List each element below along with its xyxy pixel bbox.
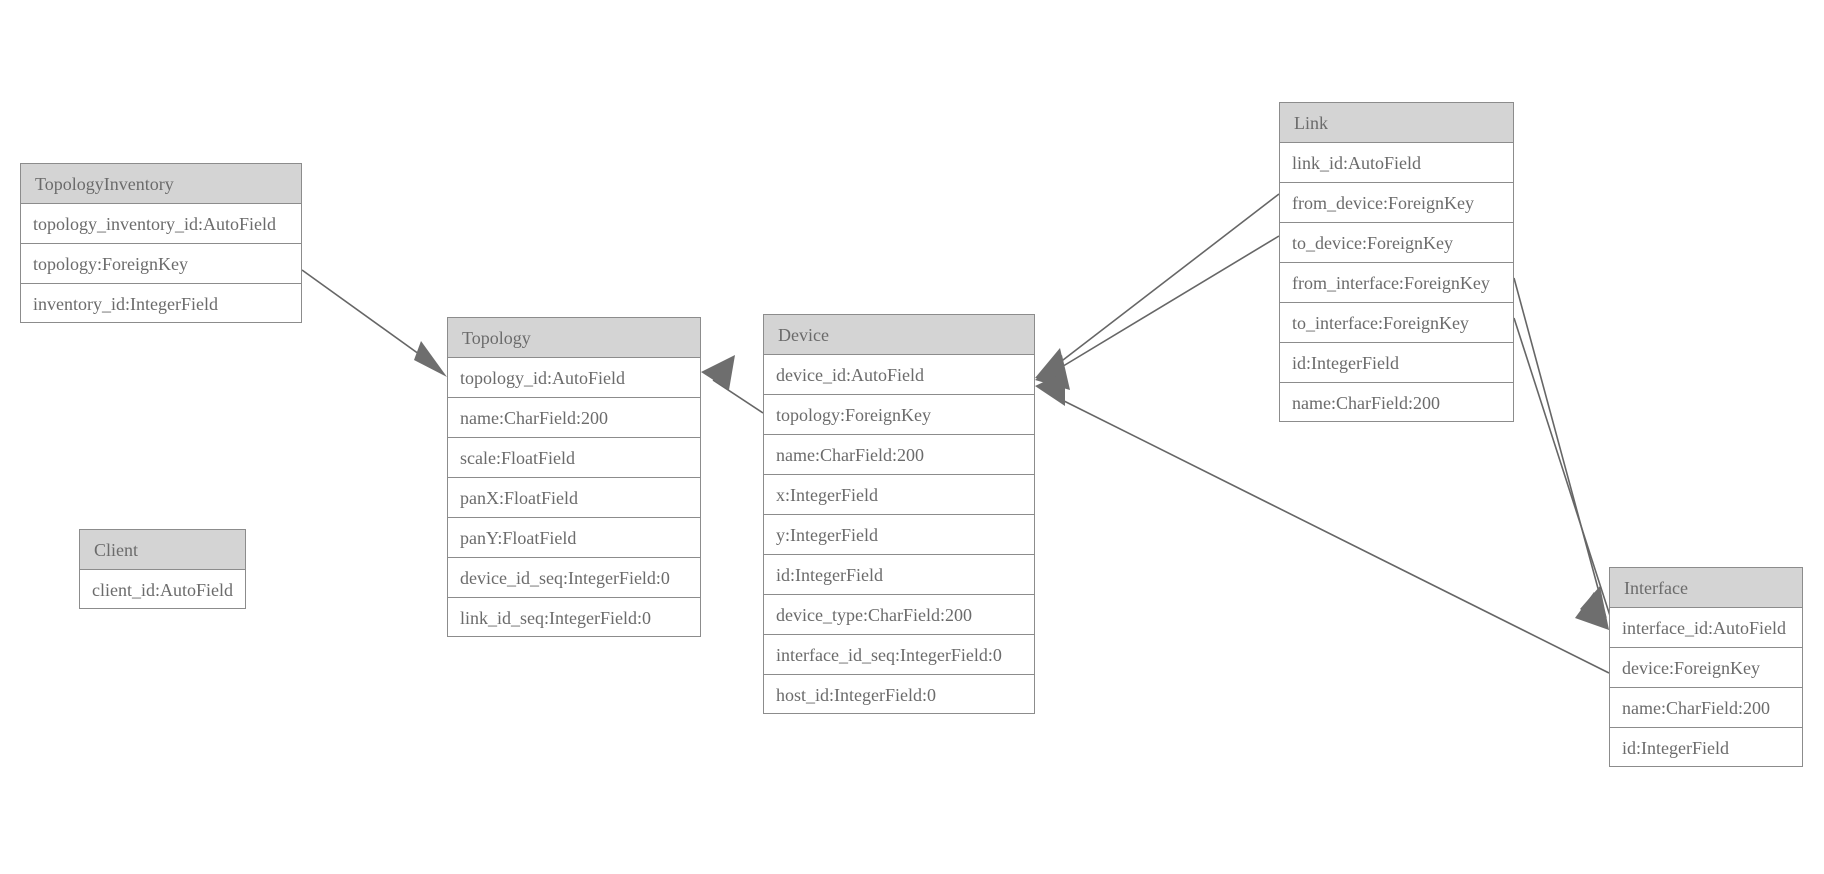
entity-field-row[interactable]: to_device:ForeignKey	[1280, 223, 1513, 263]
entity-field-row[interactable]: device_id:AutoField	[764, 355, 1034, 395]
entity-field-row[interactable]: topology:ForeignKey	[21, 244, 301, 284]
relationship-arrowhead	[1035, 348, 1068, 383]
entity-field-row[interactable]: panX:FloatField	[448, 478, 700, 518]
entity-field-row[interactable]: link_id_seq:IntegerField:0	[460, 608, 651, 628]
relationship-line	[1049, 193, 1280, 371]
entity-client[interactable]: Client client_id:AutoField	[79, 529, 246, 609]
relationship-arrowhead	[414, 341, 447, 377]
entity-field-row[interactable]: id:IntegerField	[1280, 343, 1513, 383]
entity-field-row[interactable]: link_id:AutoField	[1280, 143, 1513, 183]
entity-title: Topology	[448, 318, 700, 358]
relationship-arrowhead	[1035, 355, 1070, 390]
entity-field-row[interactable]: name:CharField:200	[448, 398, 700, 438]
relationship-arrowhead	[1035, 372, 1065, 406]
relationship-arrowhead	[701, 355, 735, 390]
relationship-line	[712, 379, 764, 414]
entity-field-row[interactable]: name:CharField:200	[1610, 688, 1802, 728]
relationship-line	[1049, 393, 1610, 674]
entity-field-row[interactable]: from_device:ForeignKey	[1280, 183, 1513, 223]
entity-title: Client	[80, 530, 245, 570]
entity-field-row[interactable]: host_id:IntegerField:0	[776, 685, 936, 705]
relationship-line	[1049, 235, 1280, 375]
entity-title: Link	[1280, 103, 1513, 143]
entity-title: Interface	[1610, 568, 1802, 608]
relationship-arrowhead	[1575, 592, 1609, 630]
entity-field-row[interactable]: to_interface:ForeignKey	[1280, 303, 1513, 343]
relationship-arrowhead	[1580, 586, 1609, 630]
entity-field-row[interactable]: y:IntegerField	[764, 515, 1034, 555]
entity-field-row[interactable]: scale:FloatField	[448, 438, 700, 478]
entity-field-row[interactable]: topology_id:AutoField	[448, 358, 700, 398]
entity-field-row[interactable]: client_id:AutoField	[92, 580, 233, 600]
entity-title: Device	[764, 315, 1034, 355]
entity-field-row[interactable]: name:CharField:200	[764, 435, 1034, 475]
entity-field-row[interactable]: interface_id_seq:IntegerField:0	[764, 635, 1034, 675]
entity-field-row[interactable]: device_id_seq:IntegerField:0	[448, 558, 700, 598]
entity-title: TopologyInventory	[21, 164, 301, 204]
entity-field-row[interactable]: panY:FloatField	[448, 518, 700, 558]
entity-field-row[interactable]: topology_inventory_id:AutoField	[21, 204, 301, 244]
entity-field-row[interactable]: topology:ForeignKey	[764, 395, 1034, 435]
relationship-line	[1513, 277, 1607, 619]
entity-field-row[interactable]: inventory_id:IntegerField	[33, 294, 218, 314]
entity-field-row[interactable]: device_type:CharField:200	[764, 595, 1034, 635]
entity-field-row[interactable]: name:CharField:200	[1292, 393, 1440, 413]
entity-field-row[interactable]: interface_id:AutoField	[1610, 608, 1802, 648]
entity-field-row[interactable]: id:IntegerField	[1622, 738, 1729, 758]
entity-field-row[interactable]: from_interface:ForeignKey	[1280, 263, 1513, 303]
relationship-line	[301, 269, 438, 368]
entity-field-row[interactable]: id:IntegerField	[764, 555, 1034, 595]
entity-field-row[interactable]: device:ForeignKey	[1610, 648, 1802, 688]
relationship-line	[1513, 317, 1613, 623]
entity-field-row[interactable]: x:IntegerField	[764, 475, 1034, 515]
